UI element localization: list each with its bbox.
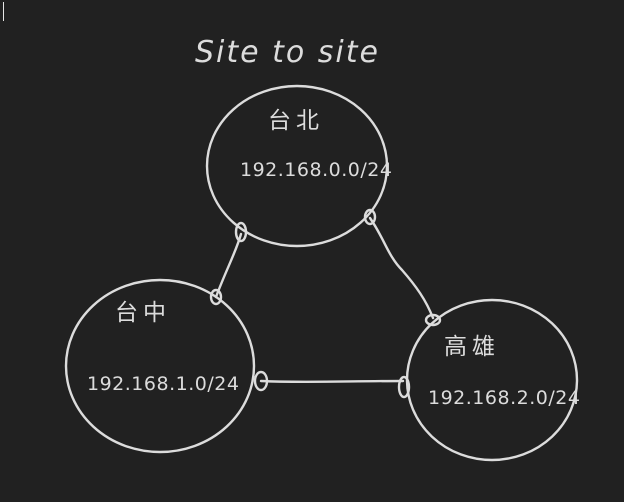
site-subnet-taichung: 192.168.1.0/24 [87,373,239,395]
site-subnet-taipei: 192.168.0.0/24 [240,159,392,181]
diagram-title: Site to site [195,35,380,70]
text-cursor [3,2,4,21]
endpoint-marker [424,313,442,327]
endpoint-marker [397,375,411,399]
site-node-taipei [205,84,389,248]
endpoint-marker [363,208,377,226]
link-taipei-kaohsiung [368,216,435,320]
endpoint-marker [209,288,223,306]
endpoint-marker [234,221,248,243]
link-taipei-taichung [214,232,243,299]
site-name-kaohsiung: 高雄 [444,334,500,360]
site-name-taipei: 台北 [268,108,324,134]
link-taichung-kaohsiung [259,379,405,384]
site-node-taichung [64,278,256,454]
site-name-taichung: 台中 [115,300,171,326]
endpoint-marker [253,370,269,392]
site-subnet-kaohsiung: 192.168.2.0/24 [428,387,580,409]
